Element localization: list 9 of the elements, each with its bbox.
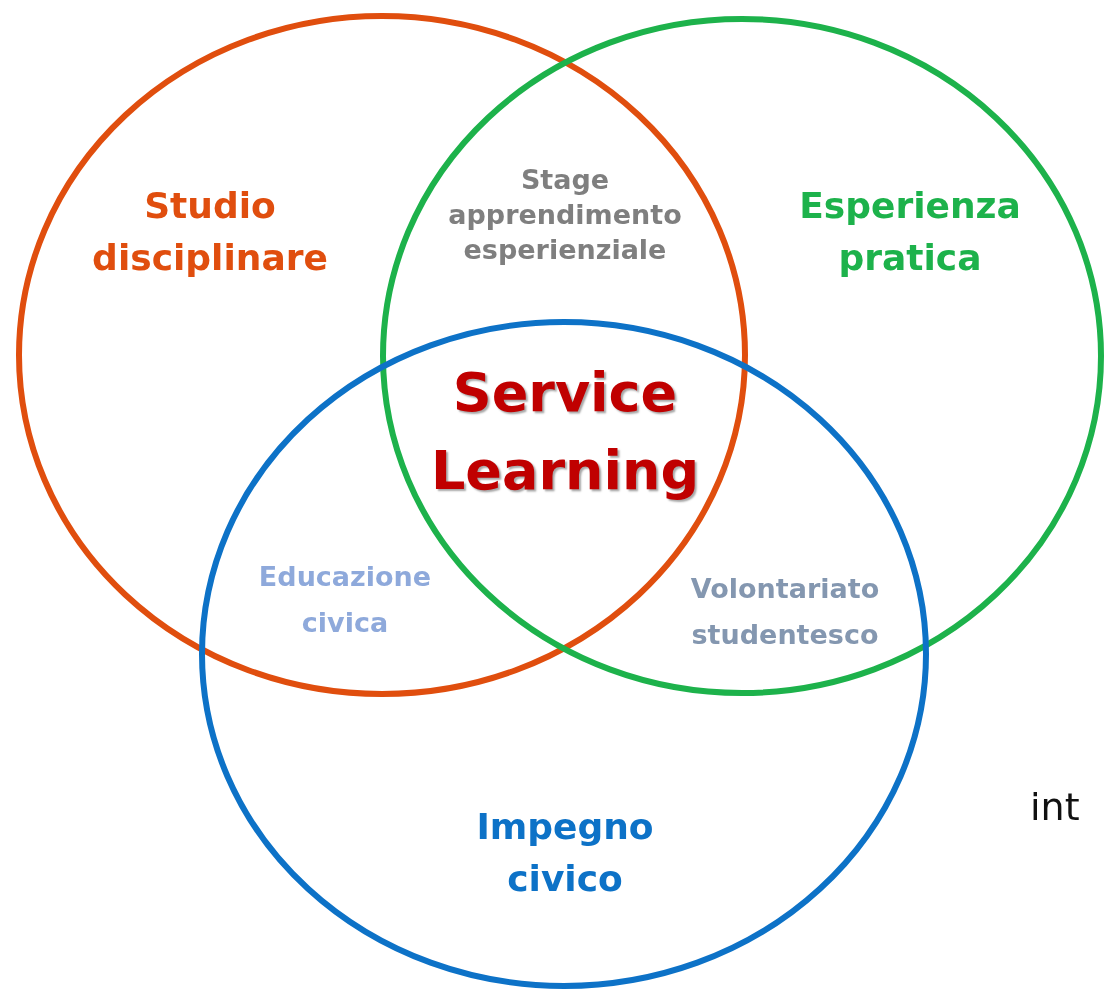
overlap-label: Educazione civica (257, 560, 433, 640)
circle-title: Esperienza pratica (798, 183, 1022, 280)
overlap-label: Stage apprendimento esperienziale (447, 163, 683, 268)
overlap-label: Service Learning (429, 359, 701, 504)
circle-title: Studio disciplinare (91, 183, 329, 280)
overlap-label: int (1030, 785, 1080, 831)
circle-title: Impegno civico (475, 804, 655, 901)
overlap-label: Volontariato studentesco (689, 572, 881, 652)
venn-circle (199, 319, 929, 989)
